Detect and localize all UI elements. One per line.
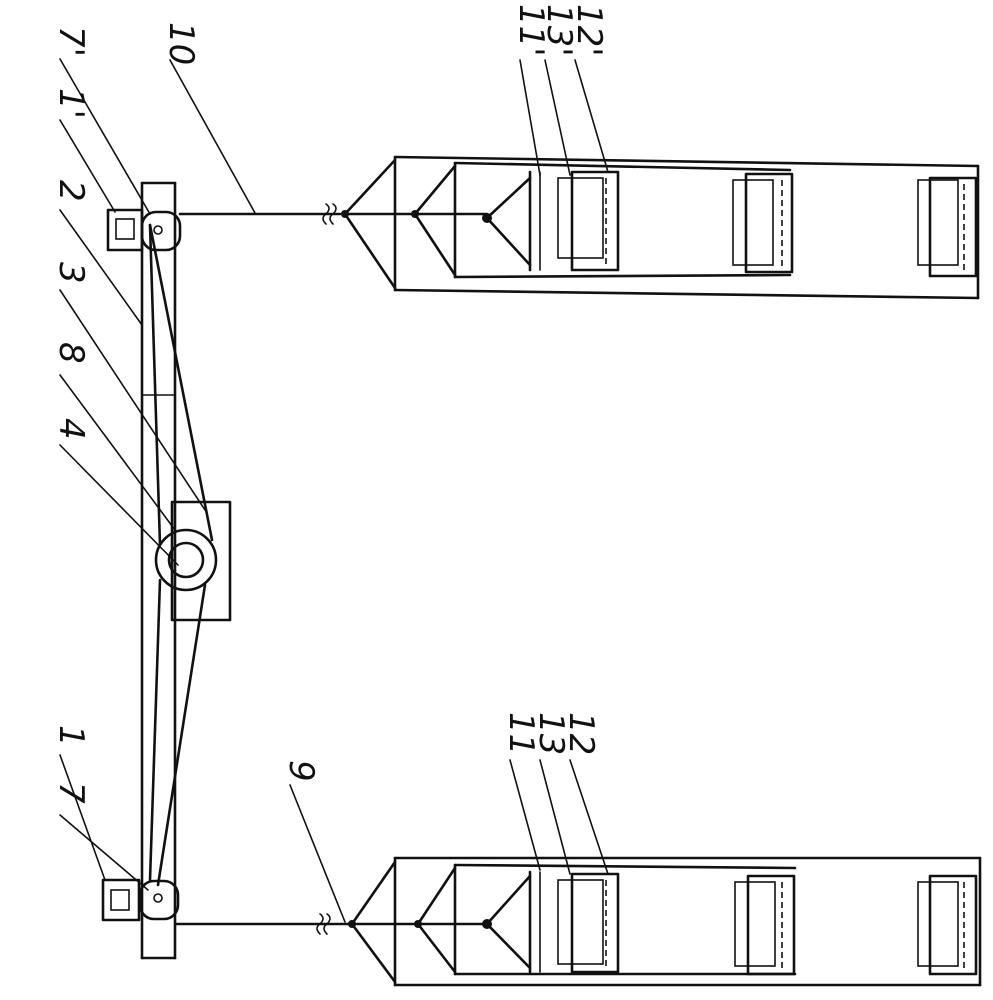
label-1prime: 1' [51,88,91,119]
label-12prime: 12' [569,4,609,57]
label-1: 1 [51,725,91,747]
label-3: 3 [51,262,91,284]
winch-bottom [103,880,178,920]
hoist-cable-bottom [176,914,352,934]
label-7: 7 [51,782,91,804]
label-7prime: 7' [51,26,91,57]
tower-lower [348,858,980,985]
winch-top [108,210,180,250]
hoist-cable-top [180,204,340,224]
label-8: 8 [51,342,91,364]
label-10: 10 [161,22,201,65]
label-2: 2 [51,180,91,202]
label-9: 9 [281,760,321,782]
tower-upper [341,157,978,298]
label-12: 12 [561,712,601,755]
label-4: 4 [51,418,91,440]
